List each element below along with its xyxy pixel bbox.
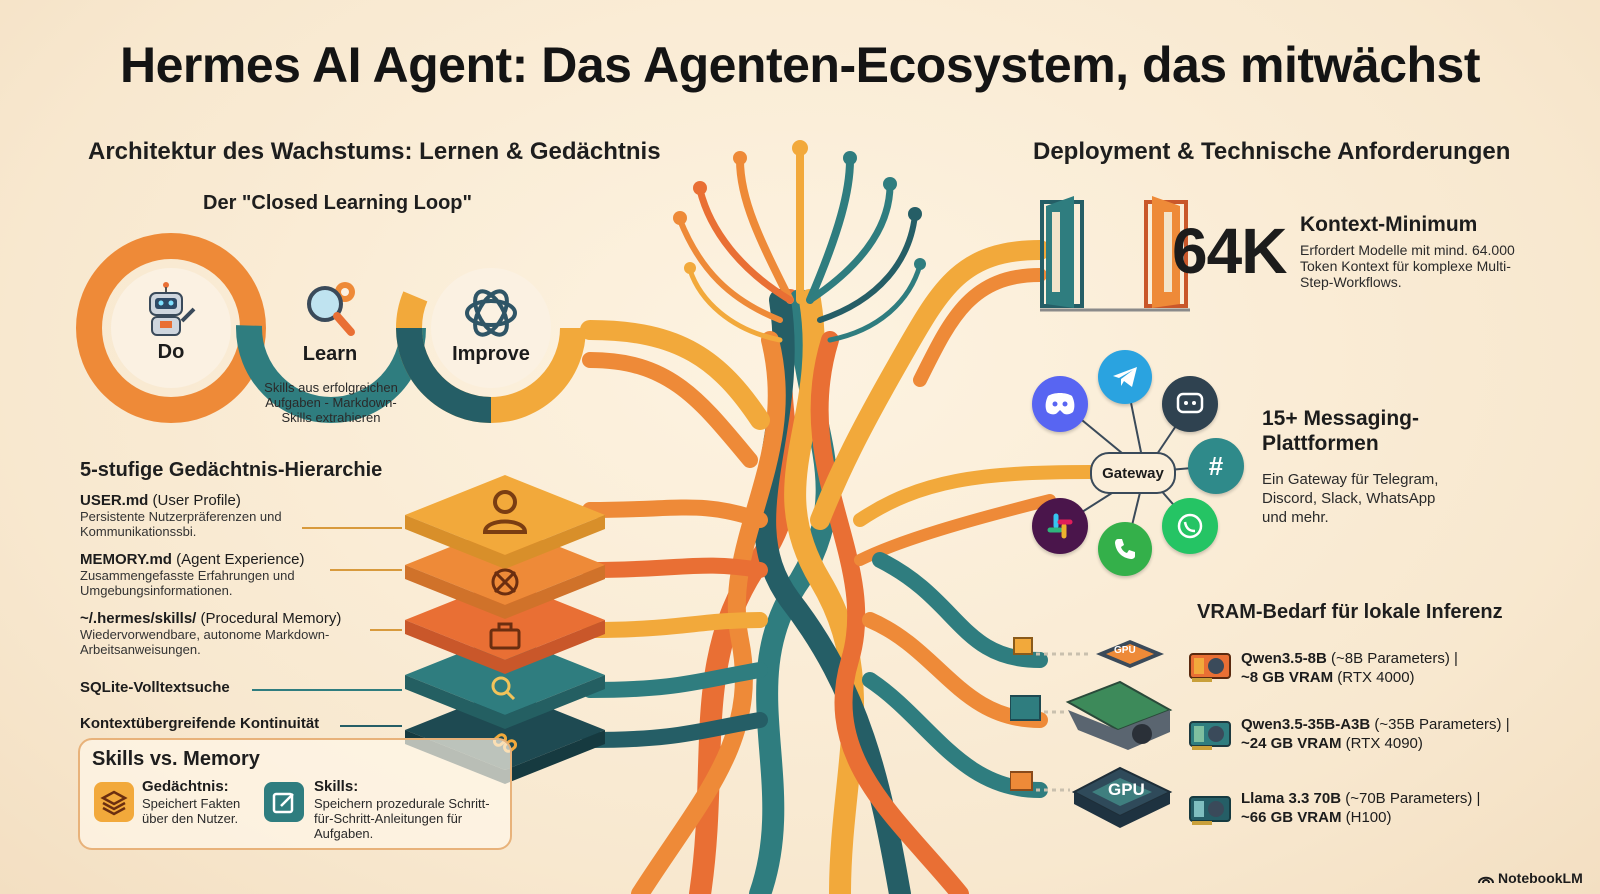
memory-level-name: MEMORY.md — [80, 551, 172, 568]
brand-watermark: NotebookLM — [1478, 870, 1583, 886]
vram-model-row: Qwen3.5-35B-A3B (~35B Parameters) | ~24 … — [1241, 715, 1510, 753]
graphics-card-icon — [1189, 721, 1231, 750]
leader-line — [370, 629, 402, 631]
memory-level-desc: Wiedervorwendbare, autonome Markdown-Arb… — [80, 627, 330, 657]
gpu-chip-small-label: GPU — [1114, 645, 1136, 656]
model-card: (H100) — [1341, 809, 1392, 826]
model-name: Qwen3.5-35B-A3B — [1241, 716, 1371, 733]
model-params: (~8B Parameters) | — [1326, 650, 1458, 667]
graphics-card-icon — [1189, 653, 1231, 682]
memory-label: Gedächtnis: — [142, 778, 229, 795]
slack-icon — [1032, 498, 1088, 554]
leader-line — [252, 689, 402, 691]
loop-step-label: Improve — [452, 343, 530, 365]
loop-step-label: Learn — [302, 343, 358, 365]
phone-icon — [1098, 522, 1152, 576]
telegram-icon — [1098, 350, 1152, 404]
memory-level-continuity: Kontextübergreifende Kontinuität — [80, 715, 319, 732]
model-vram: ~66 GB VRAM — [1241, 809, 1342, 826]
robot-icon — [149, 282, 196, 336]
graphics-card-icon — [1189, 796, 1231, 825]
leader-line — [302, 527, 402, 529]
messaging-title: 15+ Messaging-Plattformen — [1262, 407, 1419, 455]
memory-level-desc: Persistente Nutzerpräferenzen und Kommun… — [80, 509, 282, 539]
model-params: (~70B Parameters) | — [1341, 790, 1481, 807]
learn-description: Skills aus erfolgreichen Aufgaben - Mark… — [264, 380, 398, 425]
hash-icon: # — [1188, 438, 1244, 494]
loop-step-improve: Improve — [431, 268, 551, 388]
loop-step-label: Do — [157, 341, 185, 363]
memory-desc: Speichert Fakten über den Nutzer. — [142, 796, 241, 826]
context-title: Kontext-Minimum — [1300, 213, 1478, 236]
leader-line — [330, 569, 402, 571]
gateway-hub: Gateway — [1090, 452, 1176, 494]
gpu-chip-label: GPU — [1108, 780, 1145, 799]
magnifier-gear-icon — [307, 282, 355, 336]
vram-model-row: Llama 3.3 70B (~70B Parameters) | ~66 GB… — [1241, 789, 1480, 827]
skills-label: Skills: — [314, 778, 359, 795]
search-icon — [491, 676, 516, 701]
memory-stack — [405, 475, 605, 784]
model-name: Llama 3.3 70B — [1241, 790, 1342, 807]
right-heading: Deployment & Technische Anforderungen — [1033, 138, 1511, 165]
memory-level-user: USER.md (User Profile) Persistente Nutze… — [80, 492, 380, 539]
learning-loop-rings — [76, 233, 586, 423]
skills-desc: Speichern prozedurale Schritt-für-Schrit… — [314, 796, 490, 841]
loop-title: Der "Closed Learning Loop" — [203, 192, 472, 214]
memory-level-desc: Zusammengefasste Erfahrungen und Umgebun… — [80, 568, 295, 598]
page-title: Hermes AI Agent: Das Agenten-Ecosystem, … — [120, 37, 1481, 93]
context-big-number: 64K — [1172, 215, 1287, 287]
memory-level-suffix: (Agent Experience) — [171, 551, 305, 568]
layers-icon — [94, 782, 134, 822]
skills-vs-memory-title: Skills vs. Memory — [92, 748, 260, 770]
model-name: Qwen3.5-8B — [1241, 650, 1327, 667]
memory-level-name: ~/.hermes/skills/ — [80, 610, 197, 627]
discord-icon — [1032, 376, 1088, 432]
memory-level-memory: MEMORY.md (Agent Experience) Zusammengef… — [80, 551, 380, 598]
vram-title: VRAM-Bedarf für lokale Inferenz — [1197, 601, 1503, 623]
model-vram: ~24 GB VRAM — [1241, 735, 1342, 752]
chat-bot-icon — [1162, 376, 1218, 432]
memory-level-name: Kontextübergreifende Kontinuität — [80, 715, 320, 732]
memory-level-name: USER.md — [80, 492, 149, 509]
brand-name: NotebookLM — [1498, 870, 1583, 886]
model-card: (RTX 4090) — [1341, 735, 1423, 752]
edit-icon — [264, 782, 304, 822]
leader-line — [340, 725, 402, 727]
loop-step-learn: Learn — [280, 278, 380, 366]
user-icon — [482, 490, 528, 534]
memory-level-suffix: (Procedural Memory) — [196, 610, 342, 627]
vram-model-row: Qwen3.5-8B (~8B Parameters) | ~8 GB VRAM… — [1241, 649, 1458, 687]
star-gear-icon — [491, 568, 519, 596]
whatsapp-icon — [1162, 498, 1218, 554]
messaging-desc: Ein Gateway für Telegram, Discord, Slack… — [1262, 471, 1439, 526]
model-vram: ~8 GB VRAM — [1241, 669, 1334, 686]
gpu-illustrations — [1010, 637, 1173, 828]
open-doors-icon — [1040, 196, 1190, 312]
loop-step-do: Do — [111, 268, 231, 388]
notebooklm-logo-icon — [1478, 876, 1494, 884]
model-card: (RTX 4000) — [1333, 669, 1415, 686]
memory-level-name: SQLite-Volltextsuche — [80, 679, 230, 696]
memory-level-sqlite: SQLite-Volltextsuche — [80, 679, 230, 696]
memory-level-suffix: (User Profile) — [148, 492, 241, 509]
memory-title: 5-stufige Gedächtnis-Hierarchie — [80, 459, 383, 481]
knot-icon — [465, 289, 517, 337]
memory-level-skills: ~/.hermes/skills/ (Procedural Memory) Wi… — [80, 610, 380, 657]
left-heading: Architektur des Wachstums: Lernen & Gedä… — [88, 138, 661, 165]
model-params: (~35B Parameters) | — [1370, 716, 1510, 733]
briefcase-icon — [489, 622, 521, 650]
skills-vs-memory-box: Skills vs. Memory Gedächtnis: Speichert … — [78, 738, 512, 850]
context-desc: Erfordert Modelle mit mind. 64.000 Token… — [1300, 242, 1515, 290]
